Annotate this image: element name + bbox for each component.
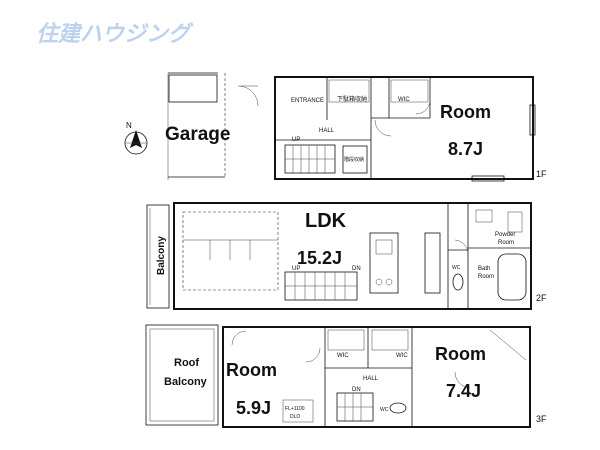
shoe-storage-label: 下駄箱収納 bbox=[337, 95, 367, 103]
floor1-hall-label: HALL bbox=[319, 128, 335, 134]
floor3-dn-label: DN bbox=[352, 387, 361, 393]
bathtub bbox=[497, 253, 527, 301]
floor1-stairs bbox=[284, 144, 336, 174]
roof-balcony-label-2: Balcony bbox=[164, 376, 208, 388]
loft-box bbox=[282, 399, 314, 423]
floor1-outer-wall bbox=[274, 76, 534, 180]
floor1-room-size: 8.7J bbox=[448, 139, 483, 159]
wic-a-label: WIC bbox=[337, 353, 349, 359]
garage-door-swing bbox=[239, 85, 259, 107]
floor1-room-name: Room bbox=[440, 102, 491, 122]
loft-label-2: DLO bbox=[290, 414, 300, 420]
floor-2: Balcony bbox=[146, 202, 547, 310]
floor3-label: 3F bbox=[536, 414, 547, 424]
floor3-stairs bbox=[336, 392, 374, 422]
floor2-up-label: UP bbox=[292, 266, 300, 272]
balcony-label: Balcony bbox=[156, 236, 167, 275]
entrance-label: ENTRANCE bbox=[291, 98, 324, 104]
wic-b-label: WIC bbox=[396, 353, 408, 359]
garage-label: Garage bbox=[165, 124, 230, 145]
room-a-name: Room bbox=[226, 360, 277, 380]
ldk-name: LDK bbox=[305, 210, 347, 232]
north-compass-icon: N bbox=[124, 121, 148, 155]
floor3-hall-label: HALL bbox=[363, 376, 379, 382]
compass-north-label: N bbox=[126, 121, 132, 130]
bath-room-label-1: Bath bbox=[478, 266, 490, 272]
room-b-size: 7.4J bbox=[446, 381, 481, 401]
kitchen-counter bbox=[369, 232, 399, 294]
floor1-label: 1F bbox=[536, 169, 547, 179]
room-b-name: Room bbox=[435, 344, 486, 364]
balcony-outline bbox=[146, 204, 170, 309]
roof-balcony-label-1: Roof bbox=[174, 357, 199, 369]
floor2-wc-label: WC bbox=[452, 265, 461, 271]
brand-logo: 住建ハウジング bbox=[36, 21, 194, 47]
floor-3: Roof Balcony Room 5.9J Room 7.4J WIC WIC bbox=[145, 324, 547, 428]
loft-label-1: FL+1100 bbox=[285, 406, 305, 412]
room-a-size: 5.9J bbox=[236, 398, 271, 418]
floor2-outer-wall bbox=[173, 202, 532, 310]
floor2-stairs bbox=[284, 271, 358, 301]
roof-balcony-outline bbox=[145, 324, 219, 426]
stair-storage-label: 階段収納 bbox=[344, 156, 364, 163]
floor2-label: 2F bbox=[536, 293, 547, 303]
garage-storage-box bbox=[168, 74, 218, 103]
floor2-toilet bbox=[452, 273, 464, 291]
floor1-up-label: UP bbox=[292, 137, 300, 143]
ldk-size: 15.2J bbox=[297, 248, 342, 268]
floor2-dn-label: DN bbox=[352, 266, 361, 272]
floor3-toilet bbox=[389, 402, 407, 414]
floor1-window bbox=[471, 175, 505, 182]
floor-1: Garage ENTRANCE 下駄箱収納 WIC HA bbox=[165, 72, 547, 182]
floor3-wc-label: WC bbox=[380, 407, 389, 413]
powder-room-label-2: Room bbox=[498, 240, 514, 246]
bath-room-label-2: Room bbox=[478, 274, 494, 280]
floor3-outer-wall bbox=[222, 326, 531, 428]
floor1-wic-label: WIC bbox=[398, 97, 410, 103]
powder-room-label-1: Powder bbox=[495, 232, 515, 238]
